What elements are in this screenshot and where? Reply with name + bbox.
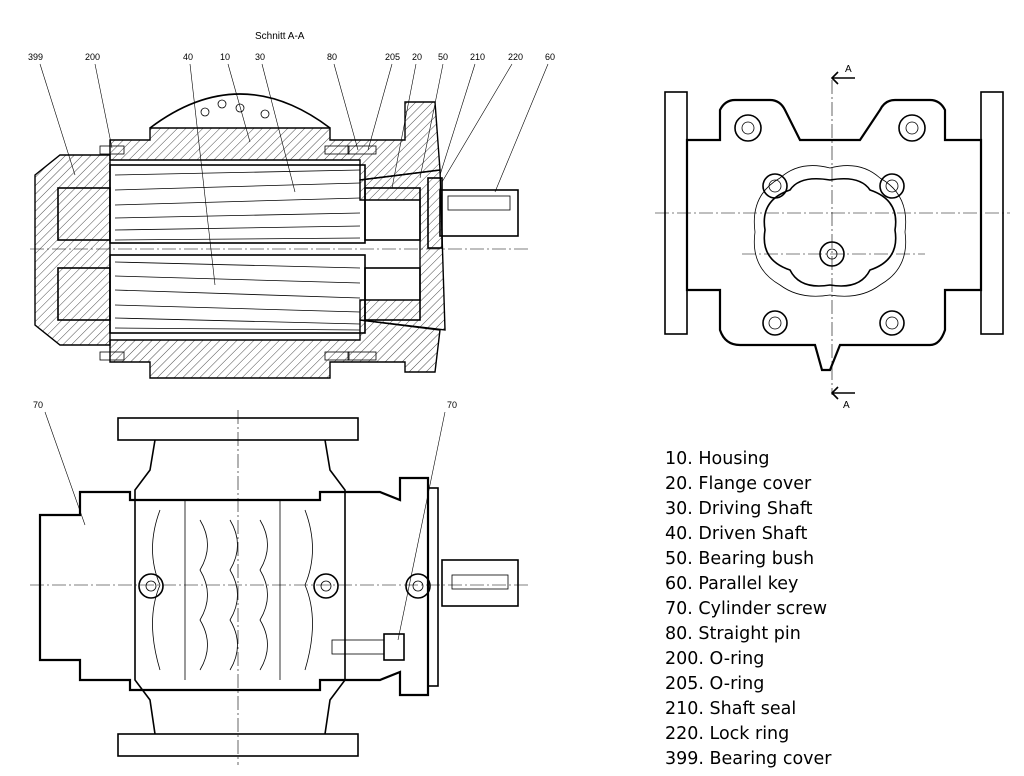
- callout-80: 80: [327, 52, 337, 62]
- legend-item: 70. Cylinder screw: [665, 599, 828, 619]
- callout-50: 50: [438, 52, 448, 62]
- section-view-a-a: Schnitt A-A: [28, 31, 555, 379]
- section-marker-bottom: A: [843, 400, 850, 411]
- legend-item: 20. Flange cover: [665, 474, 812, 494]
- callout-70-left: 70: [33, 400, 43, 410]
- callout-70-right: 70: [447, 400, 457, 410]
- plan-view: 70 70: [30, 400, 530, 765]
- section-title: Schnitt A-A: [255, 31, 305, 42]
- legend-item: 210. Shaft seal: [665, 699, 797, 719]
- output-shaft: [439, 189, 519, 237]
- legend-item: 50. Bearing bush: [665, 549, 815, 569]
- callout-200: 200: [85, 52, 100, 62]
- legend-item: 80. Straight pin: [665, 624, 801, 644]
- callout-205: 205: [385, 52, 400, 62]
- callout-40: 40: [183, 52, 193, 62]
- parallel-key: [447, 195, 511, 211]
- callout-399: 399: [28, 52, 43, 62]
- end-view: A A: [655, 64, 1010, 411]
- bottom-flange: [117, 733, 359, 757]
- rotor-cavity: [763, 177, 897, 287]
- plan-body: [38, 476, 430, 697]
- callout-60: 60: [545, 52, 555, 62]
- legend-item: 200. O-ring: [665, 649, 765, 669]
- bearing-cover: [34, 154, 111, 346]
- callout-10: 10: [220, 52, 230, 62]
- legend-item: 220. Lock ring: [665, 724, 790, 744]
- callout-20: 20: [412, 52, 422, 62]
- flange-cover: [359, 169, 446, 331]
- legend-item: 40. Driven Shaft: [665, 524, 808, 544]
- housing-dome: [149, 93, 331, 129]
- end-housing-outline: [685, 98, 983, 372]
- section-marker-top: A: [845, 64, 852, 75]
- legend-item: 10. Housing: [665, 449, 770, 469]
- callout-220: 220: [508, 52, 523, 62]
- parts-legend: 10. Housing 20. Flange cover 30. Driving…: [665, 447, 832, 772]
- plan-output-shaft: [441, 559, 519, 607]
- legend-item: 205. O-ring: [665, 674, 765, 694]
- legend-item: 399. Bearing cover: [665, 749, 832, 769]
- callout-30: 30: [255, 52, 265, 62]
- callout-210: 210: [470, 52, 485, 62]
- legend-item: 30. Driving Shaft: [665, 499, 813, 519]
- legend-item: 60. Parallel key: [665, 574, 799, 594]
